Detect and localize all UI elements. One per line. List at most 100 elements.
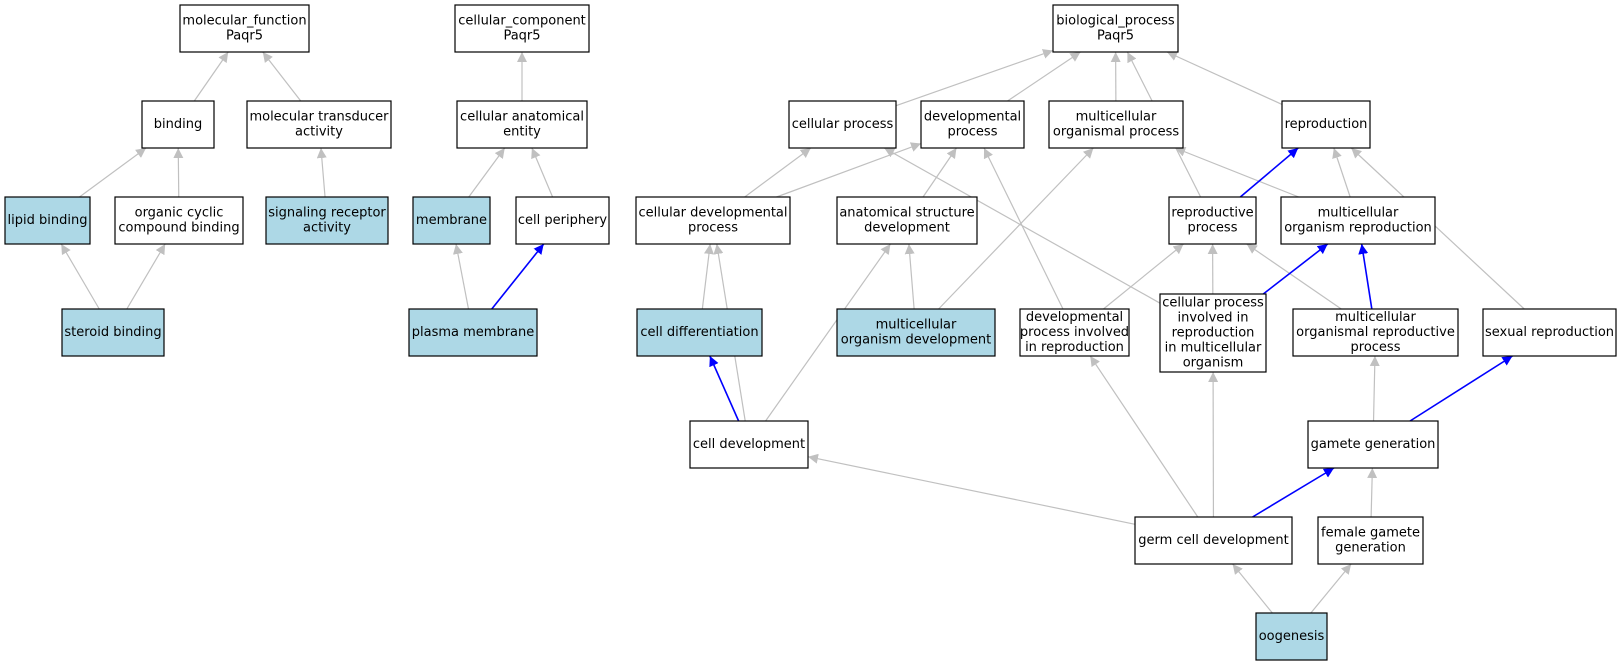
node-box (1280, 196, 1436, 245)
node-label: reproduction (1285, 117, 1368, 132)
node-membrane[interactable]: membrane (412, 196, 491, 245)
edge-dpir-to-rproc (1103, 243, 1184, 310)
node-box (1255, 612, 1328, 661)
edge-lipid-to-binding (79, 147, 147, 198)
node-label: process (948, 125, 998, 140)
node-label: oogenesis (1259, 629, 1325, 644)
node-repro[interactable]: reproduction (1281, 100, 1371, 149)
node-cdiff[interactable]: cell differentiation (636, 308, 763, 357)
node-label: organism reproduction (1284, 221, 1432, 236)
node-box (836, 196, 978, 245)
node-box (1482, 308, 1617, 357)
node-label: cellular developmental (639, 206, 788, 221)
node-box (836, 308, 996, 357)
node-label: developmental (1026, 310, 1123, 325)
node-box (1292, 308, 1459, 357)
edge-celldev-to-cdiff (709, 355, 740, 422)
node-celldev[interactable]: cell development (689, 420, 809, 469)
edge-membrane-to-cae (468, 147, 506, 198)
edge-rproc-to-repro (1239, 147, 1299, 198)
node-label: developmental (924, 110, 1021, 125)
node-label: process (1351, 340, 1401, 355)
edge-dpir-to-devproc (983, 147, 1064, 310)
edge-sexrep-to-repro (1350, 147, 1525, 310)
node-sexrep[interactable]: sexual reproduction (1482, 308, 1617, 357)
edge-oog-to-gcd (1232, 563, 1273, 614)
node-box (1168, 196, 1257, 245)
node-label: cellular process (1162, 296, 1264, 311)
node-gamgen[interactable]: gamete generation (1307, 420, 1439, 469)
node-box (61, 308, 165, 357)
edge-occb-to-binding (173, 147, 184, 198)
node-label: in multicellular (1165, 341, 1262, 356)
edge-morp-to-rproc (1246, 243, 1342, 310)
node-label: binding (154, 117, 202, 132)
node-label: organism development (841, 333, 991, 348)
node-label: involved in (1177, 311, 1248, 326)
node-label: multicellular (1076, 110, 1157, 125)
node-box (408, 308, 538, 357)
node-label: multicellular (876, 318, 957, 333)
node-box (1134, 516, 1293, 565)
node-pmem[interactable]: plasma membrane (408, 308, 538, 357)
node-label: signaling receptor (268, 206, 386, 221)
node-lipid[interactable]: lipid binding (4, 196, 91, 245)
node-cproc[interactable]: cellular process (788, 100, 897, 149)
node-label: cellular anatomical (460, 110, 584, 125)
node-oog[interactable]: oogenesis (1255, 612, 1328, 661)
edge-steroid-to-lipid (60, 243, 100, 310)
node-box (1052, 4, 1179, 53)
node-label: process (688, 221, 738, 236)
node-label: membrane (416, 213, 487, 228)
edge-steroid-to-occb (126, 243, 166, 310)
node-binding[interactable]: binding (141, 100, 215, 149)
node-box (1317, 516, 1424, 565)
node-label: generation (1335, 541, 1406, 556)
node-label: molecular transducer (249, 110, 389, 125)
node-label: organismal process (1053, 125, 1179, 140)
edge-cdp-to-cproc (744, 147, 812, 198)
node-cperiph[interactable]: cell periphery (515, 196, 610, 245)
node-box (179, 4, 310, 53)
node-label: activity (303, 221, 351, 236)
node-label: process involved (1020, 325, 1129, 340)
node-label: process (1188, 221, 1238, 236)
node-label: lipid binding (8, 213, 88, 228)
node-label: female gamete (1321, 526, 1420, 541)
node-box (635, 196, 791, 245)
edge-gamgen-to-sexrep (1409, 355, 1513, 422)
edge-pmem-to-cperiph (491, 243, 545, 310)
node-steroid[interactable]: steroid binding (61, 308, 165, 357)
node-box (4, 196, 91, 245)
node-box (1019, 308, 1130, 357)
node-label: development (864, 221, 950, 236)
node-box (1307, 420, 1439, 469)
edge-morp-to-mor (1358, 243, 1373, 310)
node-label: organism (1183, 356, 1244, 371)
node-gcd[interactable]: germ cell development (1134, 516, 1293, 565)
node-label: Paqr5 (1097, 29, 1134, 44)
node-box (689, 420, 809, 469)
edge-sra-to-mta (316, 147, 327, 198)
node-box (456, 100, 588, 149)
node-label: organic cyclic (135, 206, 224, 221)
node-label: compound binding (118, 221, 239, 236)
